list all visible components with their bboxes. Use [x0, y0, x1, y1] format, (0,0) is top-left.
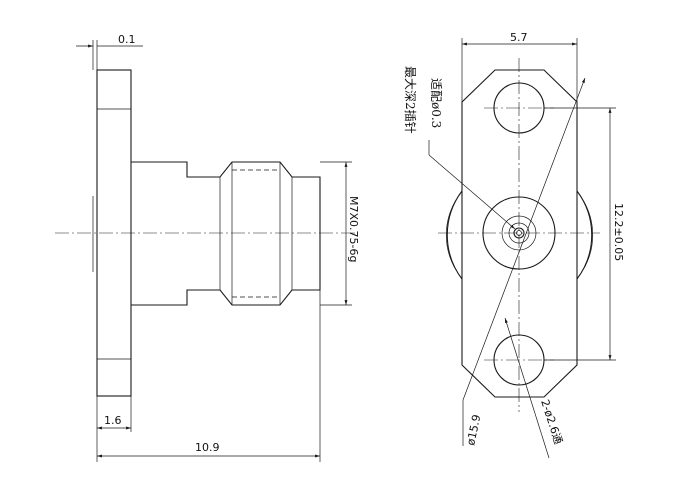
dim-diameter: ø15.9 [464, 413, 483, 446]
side-view: 0.1 1.6 10.9 M7X0.75-6g [55, 33, 360, 462]
thread-spec: M7X0.75-6g [347, 196, 360, 262]
dim-flange-thickness: 1.6 [104, 414, 122, 427]
flange-outline [461, 69, 578, 398]
dim-hole-spacing: 12.2±0.05 [612, 203, 625, 261]
connector-body [131, 161, 321, 306]
round-body-right [576, 190, 593, 280]
round-body-left [446, 190, 463, 280]
front-view: 5.7 12.2±0.05 ø15.9 2-ø2.6通 适配ø0.3 最大深2插… [403, 31, 625, 459]
note-line1: 适配ø0.3 [429, 78, 443, 128]
dim-width: 5.7 [510, 31, 528, 44]
dim-flange-offset: 0.1 [118, 33, 136, 46]
dim-holes: 2-ø2.6通 [538, 398, 565, 446]
note-line2: 最大深2插针 [403, 66, 418, 134]
dim-total-length: 10.9 [195, 441, 220, 454]
